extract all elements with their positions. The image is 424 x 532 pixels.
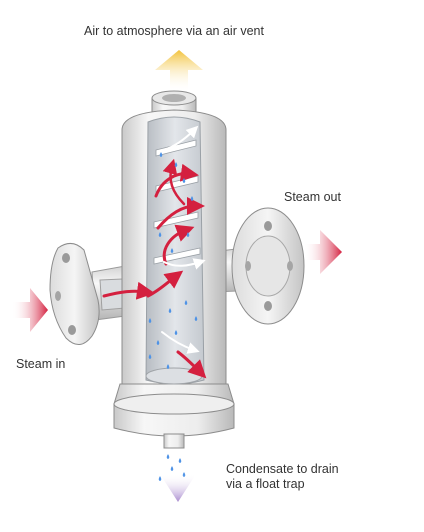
- separator-vessel: [113, 90, 235, 449]
- drain-arrow: [160, 474, 196, 502]
- condensate-drain-label: Condensate to drain via a float trap: [226, 462, 339, 492]
- steam-out-label: Steam out: [284, 190, 341, 204]
- condensate-drain-label-line2: via a float trap: [226, 477, 305, 491]
- condensate-droplets: [148, 152, 198, 369]
- condensate-drain-label-line1: Condensate to drain: [226, 462, 339, 476]
- air-vent-arrow: [155, 50, 203, 92]
- steam-in-arrow: [12, 288, 48, 332]
- steam-in-label: Steam in: [16, 357, 66, 371]
- steam-out-arrow: [304, 230, 342, 274]
- air-vent-label: Air to atmosphere via an air vent: [84, 24, 264, 38]
- internal-steam-flow: [102, 125, 207, 379]
